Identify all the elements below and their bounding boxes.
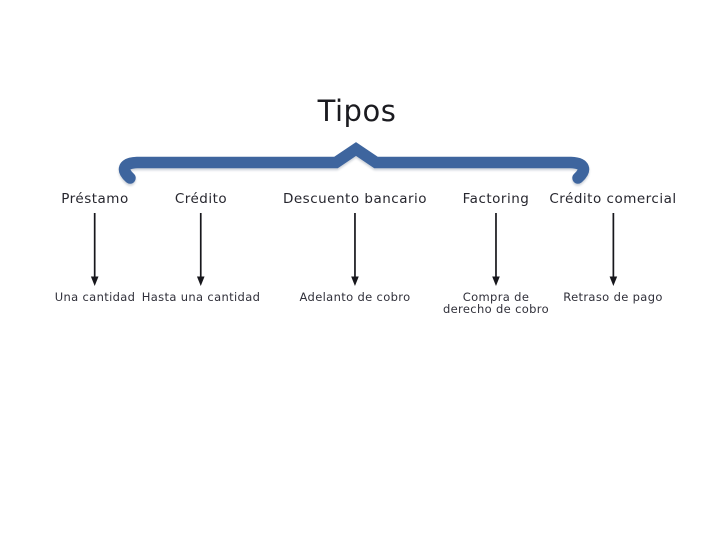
down-arrow-icon: [197, 213, 205, 286]
category-label: Factoring: [462, 191, 530, 207]
category-column-prestamo: Préstamo Una cantidad: [55, 192, 136, 304]
diagram-title: Tipos: [317, 94, 397, 128]
category-description: Una cantidad: [54, 290, 136, 304]
category-column-factoring: Factoring Compra de derecho de cobro: [443, 192, 549, 315]
category-label: Crédito: [174, 191, 228, 207]
down-arrow-icon: [91, 213, 99, 286]
down-arrow-icon: [492, 213, 500, 286]
down-arrow-icon: [609, 213, 617, 286]
category-column-credito-comercial: Crédito comercial Retraso de pago: [549, 192, 676, 304]
category-label: Crédito comercial: [549, 191, 677, 207]
category-description: Compra de derecho de cobro: [442, 290, 550, 316]
down-arrow-icon: [351, 213, 359, 286]
category-column-credito: Crédito Hasta una cantidad: [142, 192, 261, 304]
category-label: Descuento bancario: [282, 191, 428, 207]
category-column-descuento-bancario: Descuento bancario Adelanto de cobro: [283, 192, 427, 304]
brace-path: [118, 142, 590, 184]
category-description: Retraso de pago: [563, 290, 663, 304]
category-description: Hasta una cantidad: [141, 290, 261, 304]
category-description: Adelanto de cobro: [299, 290, 411, 304]
category-label: Préstamo: [61, 191, 129, 207]
